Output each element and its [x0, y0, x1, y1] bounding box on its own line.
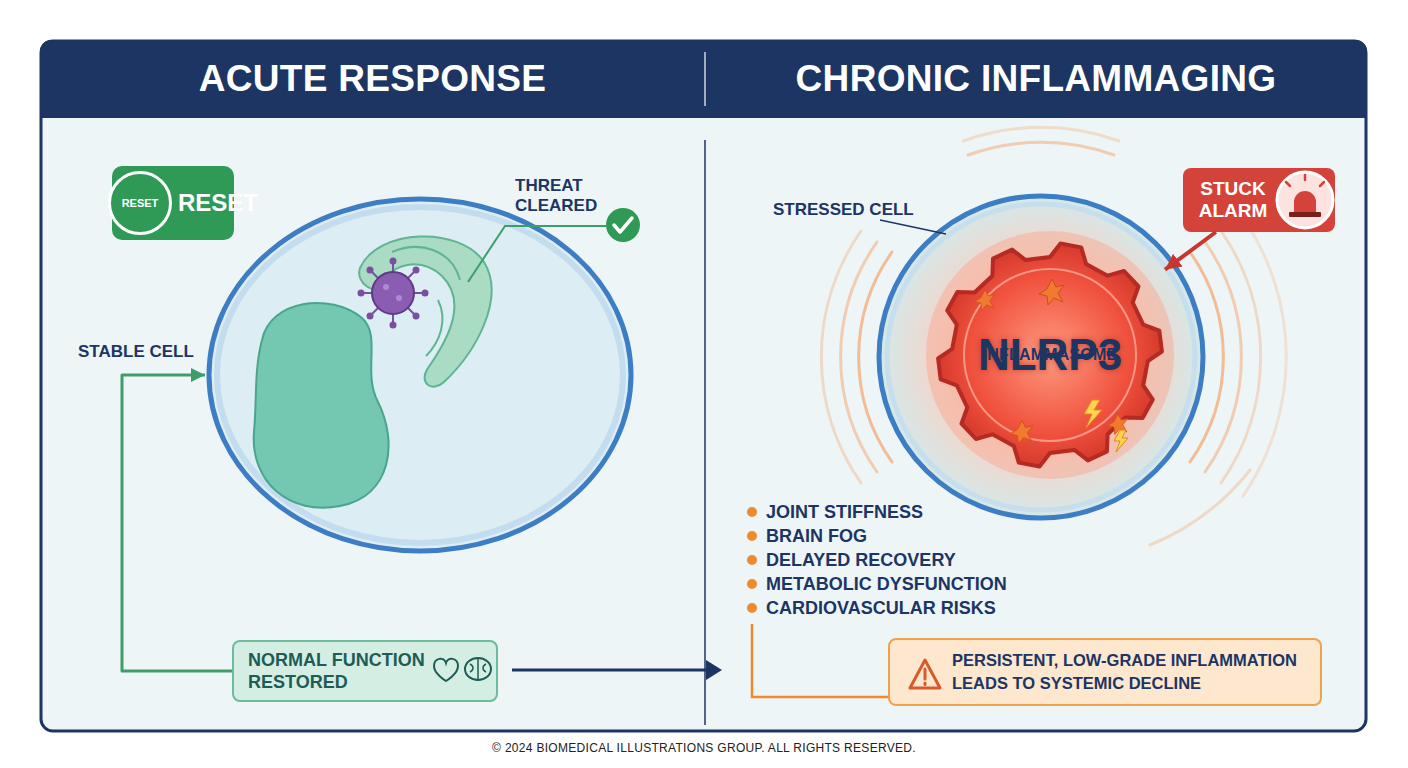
- callout-label: THREAT CLEARED: [515, 176, 607, 216]
- reset-icon: RESET: [108, 171, 172, 235]
- panel-frame: [41, 41, 1366, 731]
- gear-subtitle: INFLAMMASOME: [983, 345, 1118, 365]
- warning-box: PERSISTENT, LOW-GRADE INFLAMMATION LEADS…: [888, 638, 1322, 706]
- gear-body: [938, 244, 1162, 467]
- spike-tip: [422, 290, 429, 297]
- bracket-line: [752, 624, 888, 697]
- glow-arc: [821, 231, 861, 483]
- gear-ring: [964, 269, 1136, 441]
- spike-tip: [358, 290, 365, 297]
- glow-arc: [1221, 231, 1261, 483]
- bullet-dot: [747, 555, 757, 565]
- cell-label: STRESSED CELL: [773, 200, 914, 220]
- alarm-glow: [821, 127, 1286, 545]
- damage-splat: [975, 290, 995, 311]
- transition-arrow: [512, 669, 708, 672]
- header-divider: [704, 52, 706, 106]
- spike-tip: [413, 267, 420, 274]
- bullet-dot: [747, 507, 757, 517]
- warning-mark: [924, 669, 927, 685]
- header-band: CHRONIC INFLAMMAGING: [705, 40, 1367, 118]
- cell-membrane: [209, 199, 631, 551]
- brain-folds: [470, 658, 486, 680]
- leader-line: [468, 226, 606, 282]
- spike-tip: [413, 313, 420, 320]
- bullet-dot: [747, 603, 757, 613]
- cell-inner-ring: [217, 207, 623, 543]
- inflammasome-gear: NLRP3INFLAMMASOME: [935, 240, 1165, 470]
- header-band: ACUTE RESPONSE: [40, 40, 705, 118]
- spark-bolt: [1114, 430, 1128, 452]
- virus-particle: [358, 258, 429, 329]
- glow-arc: [841, 242, 877, 472]
- copyright-note: © 2024 BIOMEDICAL ILLUSTRATIONS GROUP. A…: [0, 741, 1408, 755]
- spike-tip: [390, 322, 397, 329]
- leader-line: [880, 220, 946, 234]
- status-text: NORMAL FUNCTION RESTORED: [248, 649, 430, 693]
- stressed-cell: STRESSED CELLNLRP3INFLAMMASOME: [875, 192, 1207, 522]
- symptom-item: DELAYED RECOVERY: [766, 548, 956, 572]
- transition-arrowhead: [706, 660, 722, 680]
- mitochondrion-fold: [426, 300, 442, 356]
- icon-label: RESET: [122, 197, 159, 209]
- connector-arrow: [122, 375, 232, 671]
- spike-tip: [367, 313, 374, 320]
- spark-bolt: [1084, 400, 1102, 428]
- connector-arrow: [1165, 232, 1216, 270]
- siren-badge: [1277, 172, 1333, 228]
- nucleus: [254, 303, 389, 508]
- check-badge: [606, 208, 640, 242]
- panel-divider: [704, 140, 706, 725]
- gear-glow: [926, 231, 1174, 479]
- glow-arc: [1205, 242, 1241, 472]
- virus-dot: [396, 295, 402, 301]
- cell-label: STABLE CELL: [78, 342, 194, 362]
- spike-tip: [367, 267, 374, 274]
- virus-spike-tips: [358, 258, 429, 329]
- siren-rays: [1286, 175, 1324, 186]
- mitochondrion: [359, 236, 491, 386]
- siren-dome: [1294, 191, 1316, 212]
- warning-text: PERSISTENT, LOW-GRADE INFLAMMATION LEADS…: [952, 649, 1316, 695]
- bullet-dot: [747, 579, 757, 589]
- symptom-item: JOINT STIFFNESS: [766, 500, 923, 524]
- badge-label: RESET: [178, 189, 258, 217]
- virus-dot: [383, 284, 389, 290]
- heart-icon: [434, 659, 458, 681]
- glow-arc: [968, 142, 1114, 155]
- glow-arc: [963, 127, 1119, 141]
- symptom-item: BRAIN FOG: [766, 524, 867, 548]
- cell-membrane: [879, 196, 1203, 518]
- symptom-item: METABOLIC DYSFUNCTION: [766, 572, 1007, 596]
- reset-arc: [125, 184, 161, 220]
- status-box: NORMAL FUNCTION RESTORED: [232, 640, 498, 702]
- virus-body: [372, 272, 414, 314]
- check-mark: [614, 218, 632, 232]
- glow-arc: [1243, 218, 1286, 496]
- virus-spikes: [362, 262, 424, 324]
- header-title: ACUTE RESPONSE: [199, 58, 547, 100]
- brain-icon: [465, 658, 491, 680]
- cell-inner-ring: [887, 204, 1195, 510]
- damage-splat: [1039, 279, 1064, 305]
- glow-arc: [1150, 470, 1250, 545]
- symptom-item: CARDIOVASCULAR RISKS: [766, 596, 996, 620]
- reset-badge: RESETRESET: [112, 166, 234, 240]
- header-title: CHRONIC INFLAMMAGING: [796, 58, 1277, 100]
- damage-splat: [1010, 420, 1033, 443]
- alarm-label: STUCK ALARM: [1193, 178, 1273, 222]
- spike-tip: [390, 258, 397, 265]
- bullet-dots: [747, 507, 757, 613]
- siren-base: [1289, 212, 1321, 217]
- bullet-dot: [747, 531, 757, 541]
- warning-triangle: [910, 660, 940, 688]
